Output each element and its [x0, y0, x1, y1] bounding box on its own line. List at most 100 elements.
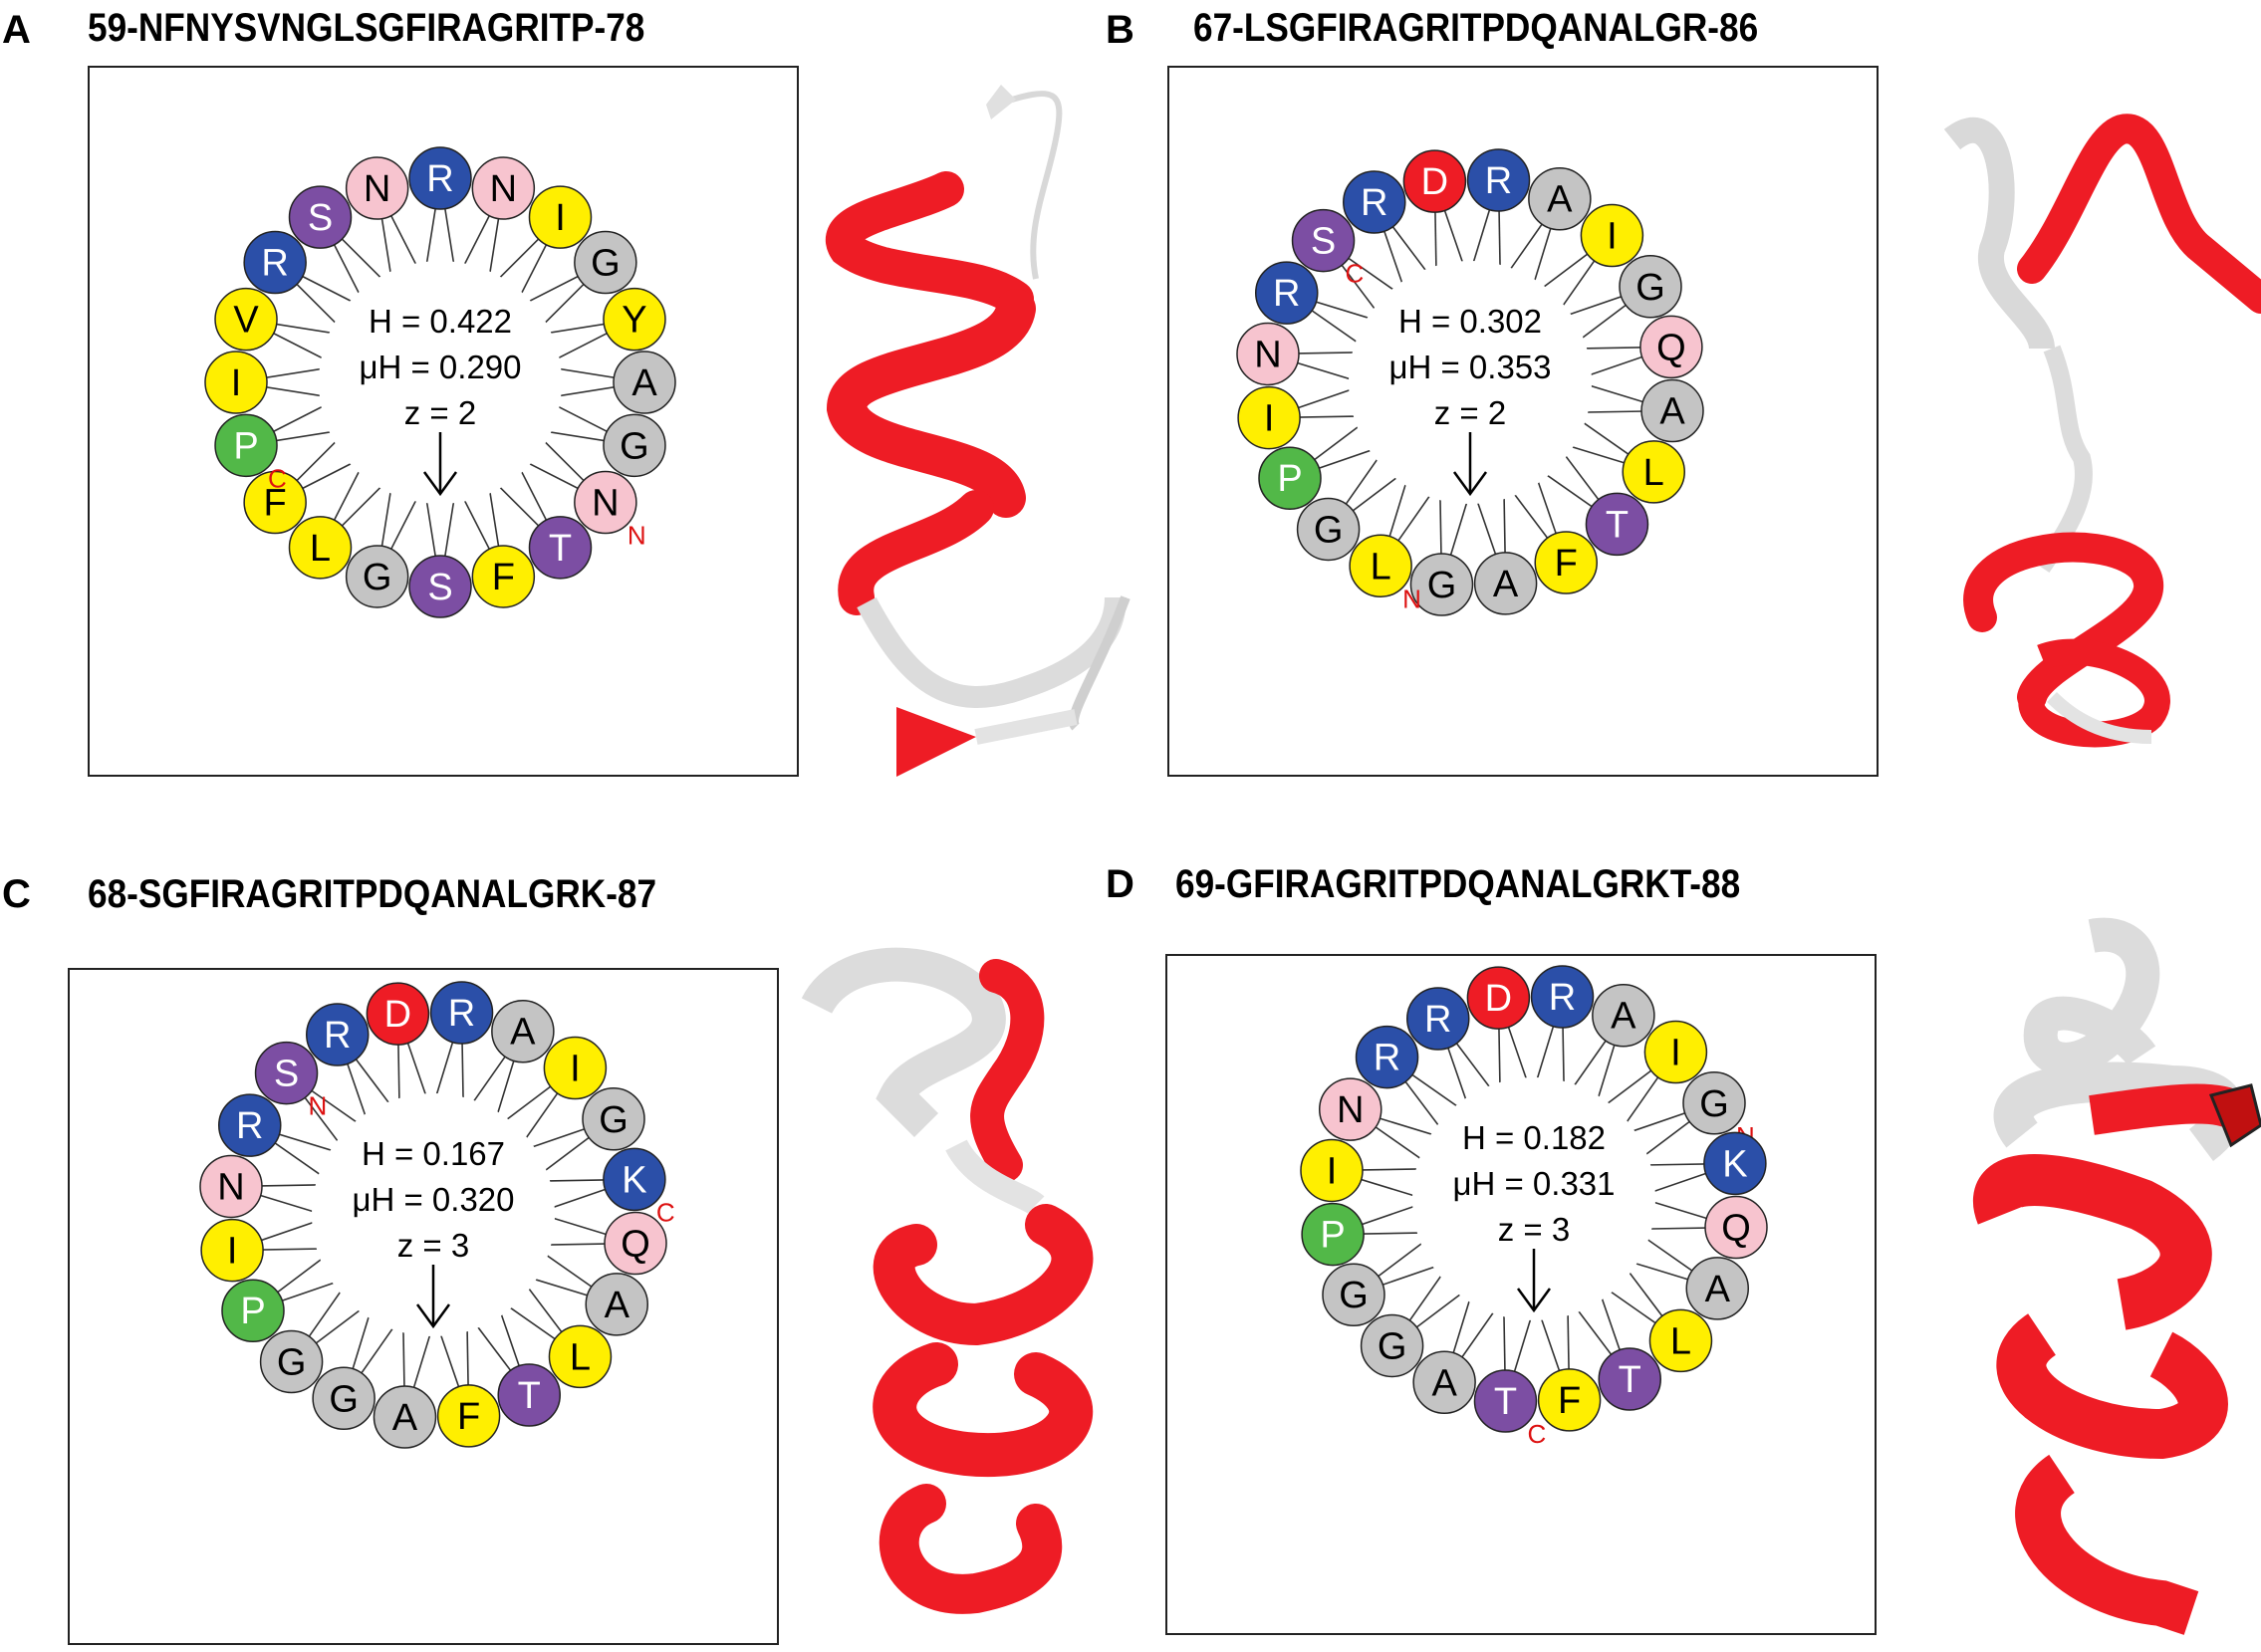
residue-A: A [373, 1385, 437, 1449]
residue-label: A [1493, 564, 1519, 605]
net-charge-value: z = 3 [1498, 1211, 1570, 1248]
residue-label: L [1670, 1320, 1691, 1362]
residue-label: G [591, 243, 621, 285]
residue-L: L [1622, 440, 1686, 504]
panel-b-sequence-title: 67-LSGFIRAGRITPDQANALGR-86 [1193, 6, 1759, 50]
residue-label: I [1670, 1033, 1681, 1074]
residue-label: A [1547, 179, 1573, 221]
residue-G: G [1619, 255, 1682, 319]
residue-label: A [510, 1012, 536, 1054]
residue-R: R [429, 981, 494, 1045]
residue-label: R [1273, 273, 1300, 315]
residue-label: I [231, 362, 242, 404]
residue-A: A [613, 351, 676, 414]
residue-label: L [1643, 452, 1664, 494]
moment-arrow [415, 1265, 451, 1329]
moment-arrow [1516, 1249, 1552, 1313]
panel-d-ribbon-structure [1973, 917, 2261, 1635]
residue-label: G [329, 1378, 359, 1420]
panel-d-sequence-title: 69-GFIRAGRITPDQANALGRKT-88 [1175, 862, 1741, 906]
terminus-label: C [268, 463, 287, 493]
residue-R: R [1466, 148, 1531, 212]
residue-P: P [1301, 1202, 1365, 1267]
residue-A: A [1640, 378, 1704, 443]
residue-T: T [497, 1363, 561, 1427]
residue-R: R [243, 230, 307, 295]
residue-P: PC [214, 413, 287, 493]
panel-b-letter: B [1106, 8, 1134, 52]
residue-R: R [408, 146, 472, 210]
hydrophobicity-value: H = 0.422 [369, 303, 512, 340]
residue-N: N [1318, 1077, 1382, 1141]
residue-label: R [448, 993, 475, 1035]
residue-F: F [1534, 531, 1598, 594]
hydrophobic-moment-value: μH = 0.320 [352, 1181, 514, 1218]
residue-label: R [1424, 999, 1451, 1041]
residue-label: L [1371, 546, 1391, 588]
residue-F: F [1537, 1368, 1602, 1432]
residue-label: I [555, 197, 566, 239]
residue-label: G [277, 1341, 307, 1383]
residue-A: A [491, 999, 555, 1063]
terminus-label: C [656, 1197, 675, 1227]
residue-F: F [436, 1384, 501, 1448]
residue-label: R [1485, 160, 1512, 202]
residue-label: G [363, 557, 392, 598]
residue-label: I [570, 1049, 581, 1090]
residue-Q: Q [1704, 1195, 1768, 1260]
residue-A: A [585, 1273, 649, 1336]
residue-label: Q [1656, 327, 1686, 368]
residue-G: G [574, 230, 637, 295]
residue-Q: Q [1639, 315, 1703, 379]
net-charge-value: z = 2 [404, 394, 476, 431]
residue-I: I [528, 185, 593, 249]
residue-P: P [221, 1279, 285, 1342]
hydrophobic-moment-value: μH = 0.331 [1452, 1165, 1615, 1202]
residue-label: N [217, 1166, 244, 1208]
residue-label: G [1427, 565, 1457, 606]
residue-label: V [233, 300, 259, 342]
residue-S: SN [254, 1041, 328, 1121]
residue-D: D [1402, 149, 1467, 213]
residue-I: I [200, 1218, 264, 1283]
panel-c-ribbon-structure [801, 947, 1094, 1614]
residue-label: R [324, 1015, 351, 1057]
residue-label: A [1705, 1269, 1731, 1310]
residue-label: T [1494, 1381, 1517, 1423]
net-charge-value: z = 3 [397, 1227, 469, 1264]
panel-c-sequence-title: 68-SGFIRAGRITPDQANALGRK-87 [88, 872, 657, 916]
residue-label: L [570, 1336, 591, 1378]
residue-S: S [408, 555, 472, 618]
residue-label: F [492, 557, 515, 598]
residue-label: A [1431, 1362, 1457, 1404]
residue-A: A [1473, 552, 1538, 615]
terminus-label: N [309, 1091, 328, 1121]
residue-R: R [1254, 261, 1319, 325]
residue-label: A [605, 1285, 630, 1326]
residue-label: R [1361, 182, 1387, 224]
residue-K: K [1703, 1131, 1767, 1196]
terminus-label: N [1402, 584, 1421, 613]
residue-label: N [1337, 1089, 1364, 1131]
residue-label: A [392, 1397, 418, 1439]
residue-label: D [1485, 978, 1512, 1020]
residue-V: V [214, 287, 278, 352]
residue-label: I [1327, 1150, 1338, 1192]
residue-S: S [288, 185, 353, 249]
hydrophobicity-value: H = 0.302 [1398, 303, 1542, 340]
residue-label: I [227, 1231, 238, 1273]
residue-label: S [427, 567, 452, 608]
residue-label: D [1421, 161, 1448, 203]
residue-label: N [364, 168, 390, 210]
moment-arrow [1452, 432, 1488, 497]
residue-G: G [259, 1329, 324, 1394]
residue-N: N [471, 156, 536, 220]
residue-label: A [631, 362, 657, 404]
residue-P: P [1258, 446, 1322, 510]
residue-D: D [1466, 966, 1531, 1030]
residue-I: I [1300, 1138, 1364, 1203]
